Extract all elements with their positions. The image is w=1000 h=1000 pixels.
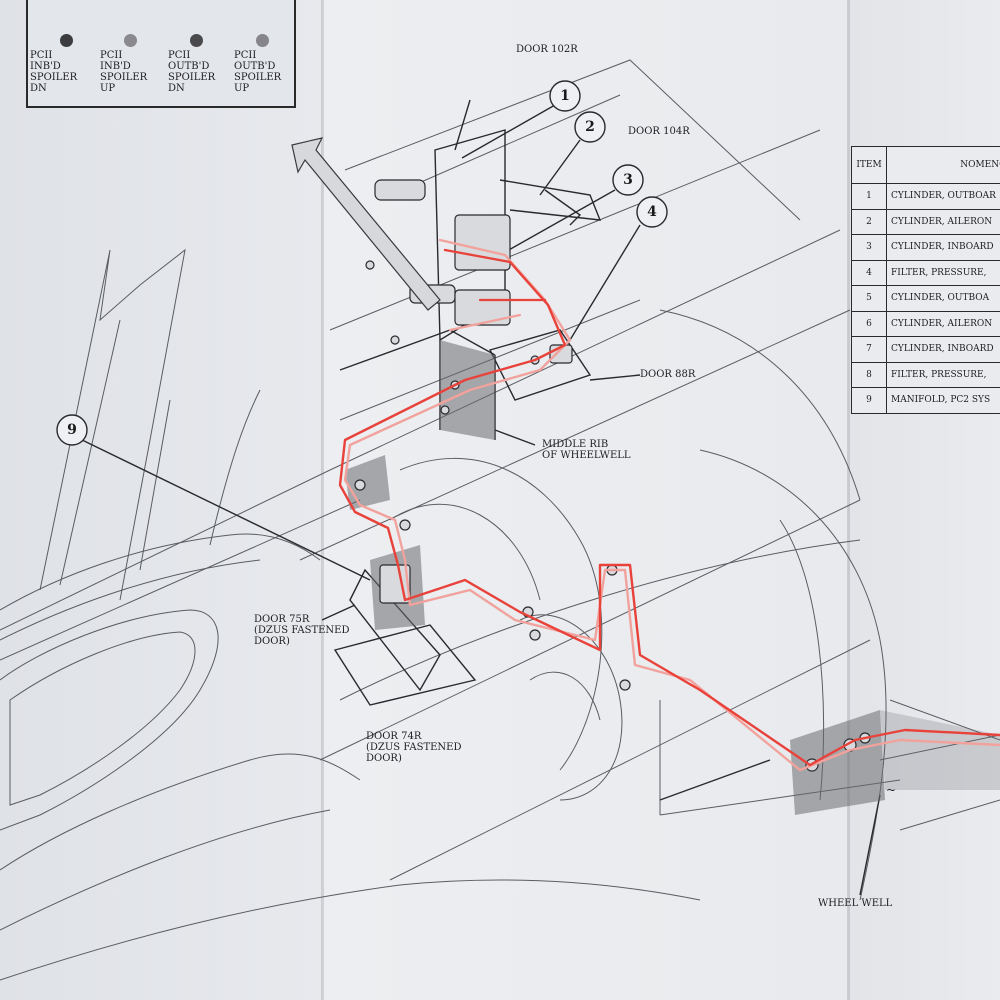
label-door-102r: DOOR 102R: [516, 44, 578, 55]
table-cell-nomenclature: CYLINDER, AILERON: [886, 310, 1000, 337]
label-middle-rib: MIDDLE RIB OF WHEELWELL: [542, 439, 631, 461]
callout-1-number: 1: [560, 88, 570, 104]
callout-9-circle: [56, 414, 88, 446]
callout-4-number: 4: [647, 204, 657, 220]
callout-4-circle: [636, 196, 668, 228]
table-cell-item: 9: [851, 387, 887, 414]
table-cell-item: 6: [851, 310, 887, 337]
callout-2-circle: [574, 111, 606, 143]
table-cell-nomenclature: CYLINDER, OUTBOA: [886, 285, 1000, 312]
door-88r-outline: [488, 329, 592, 401]
table-header-row: ITEM NOMENC: [851, 146, 1000, 184]
header-nomenclature: NOMENC: [886, 146, 1000, 184]
legend-dot: [60, 34, 73, 47]
wheel-well-curve: [399, 457, 603, 771]
label-door-104r: DOOR 104R: [628, 126, 690, 137]
callout-1-circle: [549, 80, 581, 112]
legend-dot: [124, 34, 137, 47]
center-page-panel: [322, 0, 848, 1000]
return-line: [343, 238, 1000, 772]
table-cell-nomenclature: CYLINDER, AILERON: [886, 208, 1000, 235]
callout-9-number: 9: [67, 422, 77, 438]
table-cell-item: 3: [851, 234, 887, 261]
fuselage-outline: [0, 533, 321, 611]
direction-arrow: [291, 137, 441, 311]
table-cell-item: 2: [851, 208, 887, 235]
label-door-88r: DOOR 88R: [640, 369, 696, 380]
table-cell-item: 4: [851, 259, 887, 286]
wing-spar-upper: [0, 229, 841, 631]
intake-outline: [0, 753, 361, 871]
table-cell-nomenclature: MANIFOLD, PC2 SYS: [886, 387, 1000, 414]
legend-dot: [190, 34, 203, 47]
table-cell-nomenclature: CYLINDER, INBOARD: [886, 336, 1000, 363]
table-cell-item: 7: [851, 336, 887, 363]
legend-label: PCII INB'D SPOILER DN: [30, 50, 78, 94]
table-cell-item: 1: [851, 183, 887, 210]
table-cell-nomenclature: FILTER, PRESSURE,: [886, 259, 1000, 286]
page-fold-left: [321, 0, 324, 1000]
legend-dot: [256, 34, 269, 47]
label-tilde: ~: [886, 783, 897, 797]
label-wheel-well: WHEEL WELL: [818, 898, 893, 909]
label-door-75r: DOOR 75R (DZUS FASTENED DOOR): [254, 614, 350, 647]
pressure-line: [338, 248, 1000, 767]
table-cell-nomenclature: CYLINDER, INBOARD: [886, 234, 1000, 261]
table-cell-nomenclature: CYLINDER, OUTBOAR: [886, 183, 1000, 210]
legend-box: PCII INB'D SPOILER DN PCII INB'D SPOILER…: [26, 0, 296, 108]
legend-label: PCII OUTB'D SPOILER UP: [234, 50, 282, 94]
page-fold-right: [847, 0, 850, 1000]
canopy-outline: [0, 609, 219, 831]
legend-label: PCII INB'D SPOILER UP: [100, 50, 148, 94]
door-104r-outline: [544, 189, 582, 226]
callout-3-circle: [612, 164, 644, 196]
table-cell-item: 8: [851, 361, 887, 388]
cylinder-component: [374, 179, 426, 201]
legend-label: PCII OUTB'D SPOILER DN: [168, 50, 216, 94]
tail-fin-outline: [39, 248, 186, 601]
header-item: ITEM: [851, 146, 887, 184]
door-75r-outline: [349, 568, 441, 692]
callout-2-number: 2: [585, 119, 595, 135]
callout-3-number: 3: [623, 172, 633, 188]
label-door-74r: DOOR 74R (DZUS FASTENED DOOR): [366, 731, 462, 764]
door-74r-outline: [333, 624, 477, 706]
table-cell-nomenclature: FILTER, PRESSURE,: [886, 361, 1000, 388]
table-cell-item: 5: [851, 285, 887, 312]
